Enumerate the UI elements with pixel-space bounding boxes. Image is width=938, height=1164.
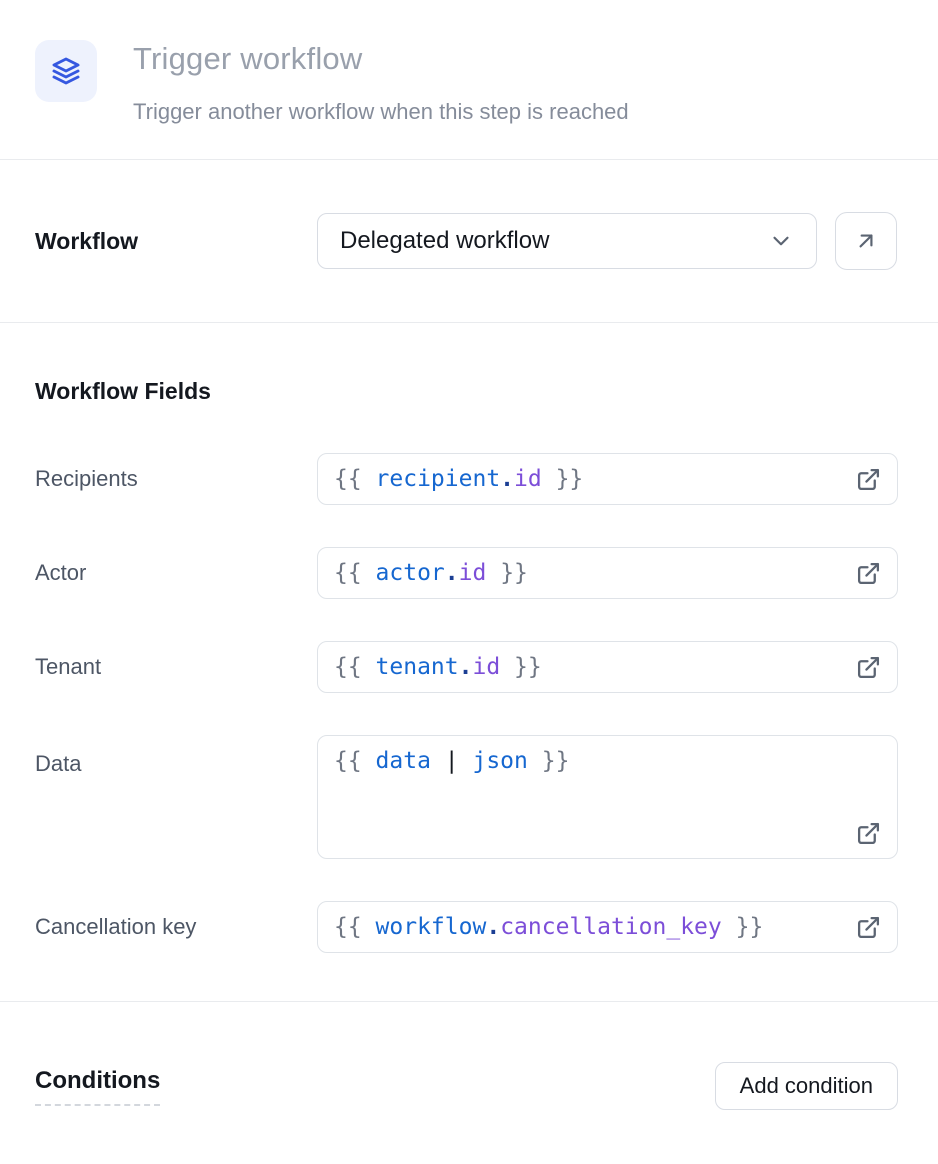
field-value-input[interactable]: {{ tenant.id }} bbox=[317, 641, 898, 693]
workflow-select[interactable]: Delegated workflow bbox=[317, 213, 817, 269]
field-value-input[interactable]: {{ data | json }} bbox=[317, 735, 898, 859]
field-value-input[interactable]: {{ actor.id }} bbox=[317, 547, 898, 599]
field-value-input[interactable]: {{ workflow.cancellation_key }} bbox=[317, 901, 898, 953]
divider bbox=[0, 1001, 938, 1002]
field-code-value: {{ tenant.id }} bbox=[334, 654, 542, 680]
divider bbox=[0, 159, 938, 160]
add-condition-button[interactable]: Add condition bbox=[714, 1062, 898, 1110]
divider bbox=[0, 322, 938, 323]
step-header: Trigger workflow Trigger another workflo… bbox=[0, 0, 938, 125]
chevron-down-icon bbox=[768, 228, 794, 254]
open-workflow-button[interactable] bbox=[835, 212, 897, 270]
field-label: Recipients bbox=[35, 466, 138, 491]
field-row: Data {{ data | json }} bbox=[35, 735, 898, 859]
field-row: Tenant {{ tenant.id }} bbox=[35, 641, 898, 693]
field-rows: Recipients {{ recipient.id }} Actor {{ a… bbox=[35, 453, 898, 953]
field-code-value: {{ actor.id }} bbox=[334, 560, 528, 586]
layers-icon bbox=[50, 55, 82, 87]
external-link-icon[interactable] bbox=[846, 561, 881, 586]
field-row: Recipients {{ recipient.id }} bbox=[35, 453, 898, 505]
workflow-fields-section: Workflow Fields Recipients {{ recipient.… bbox=[0, 323, 938, 1001]
workflow-fields-heading: Workflow Fields bbox=[35, 378, 211, 404]
step-subtitle: Trigger another workflow when this step … bbox=[133, 99, 629, 124]
external-link-icon[interactable] bbox=[846, 915, 881, 940]
field-row: Cancellation key {{ workflow.cancellatio… bbox=[35, 901, 898, 953]
step-icon-tile bbox=[35, 40, 97, 102]
field-label: Actor bbox=[35, 560, 87, 585]
external-link-icon[interactable] bbox=[856, 821, 881, 846]
workflow-label: Workflow bbox=[35, 227, 139, 254]
conditions-section: Conditions Add condition bbox=[0, 1002, 938, 1110]
workflow-select-value: Delegated workflow bbox=[340, 227, 550, 254]
field-code-value: {{ data | json }} bbox=[334, 748, 570, 774]
field-code-value: {{ recipient.id }} bbox=[334, 466, 584, 492]
external-link-icon[interactable] bbox=[846, 467, 881, 492]
field-value-input[interactable]: {{ recipient.id }} bbox=[317, 453, 898, 505]
field-row: Actor {{ actor.id }} bbox=[35, 547, 898, 599]
conditions-heading: Conditions bbox=[35, 1067, 161, 1106]
arrow-up-right-icon bbox=[853, 228, 879, 254]
field-code-value: {{ workflow.cancellation_key }} bbox=[334, 914, 764, 940]
step-title[interactable]: Trigger workflow bbox=[133, 41, 363, 76]
field-label: Tenant bbox=[35, 654, 102, 679]
field-label: Data bbox=[35, 751, 82, 776]
field-label: Cancellation key bbox=[35, 914, 197, 939]
external-link-icon[interactable] bbox=[846, 655, 881, 680]
workflow-row: Workflow Delegated workflow bbox=[0, 160, 938, 322]
